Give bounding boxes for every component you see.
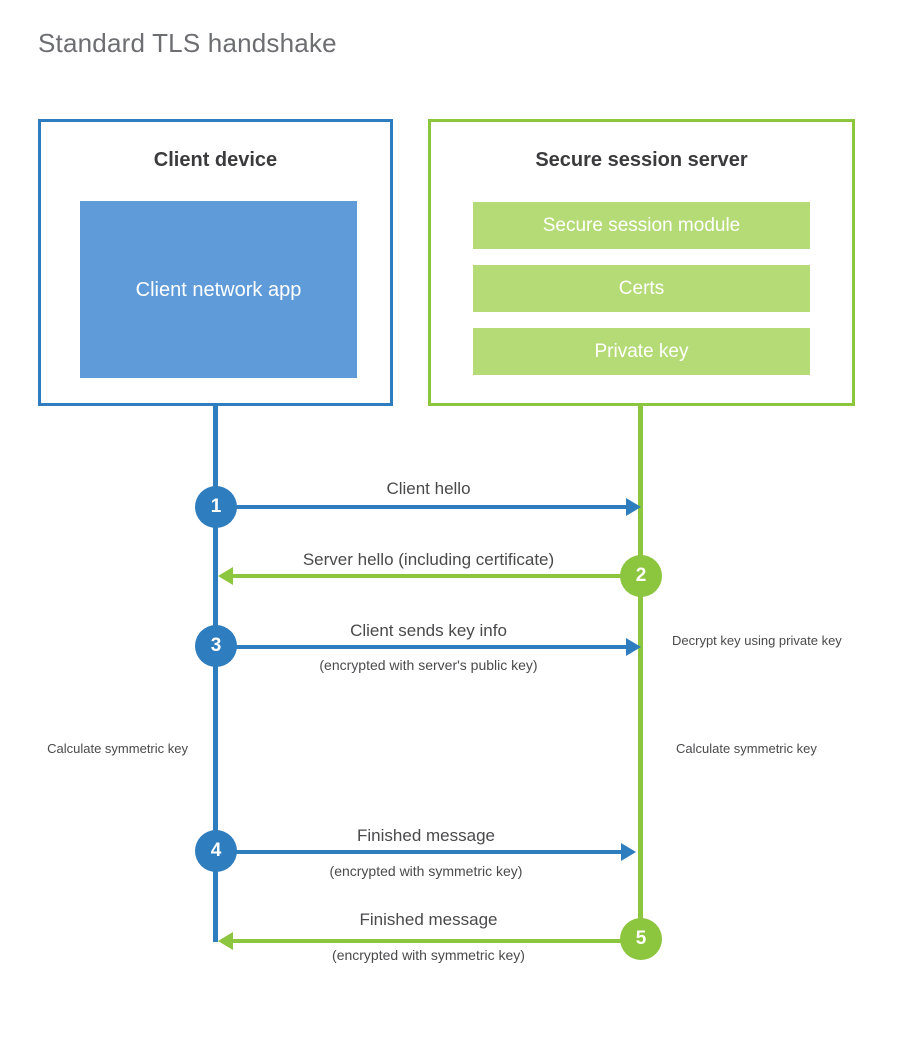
- step-5-arrow-line: [233, 939, 641, 943]
- step-5-arrow-head-icon: [218, 932, 233, 950]
- step-2-arrow-line: [233, 574, 641, 578]
- step-5-label: Finished message: [359, 910, 498, 929]
- step-2-label: Server hello (including certificate): [302, 550, 555, 569]
- server-component-private-key: Private key: [473, 328, 810, 375]
- step-1-label: Client hello: [386, 479, 471, 498]
- step-1-arrow-line: [216, 505, 626, 509]
- client-network-app-block: Client network app: [80, 201, 357, 378]
- step-badge-2: 2: [620, 555, 662, 597]
- step-4-sublabel: (encrypted with symmetric key): [329, 863, 523, 879]
- step-4-arrow-head-icon: [621, 843, 636, 861]
- step-3-label: Client sends key info: [350, 621, 507, 640]
- server-component-secure-session-module: Secure session module: [473, 202, 810, 249]
- note-server-decrypt: Decrypt key using private key: [672, 633, 842, 648]
- step-badge-1: 1: [195, 486, 237, 528]
- secure-session-server-title: Secure session server: [535, 149, 748, 171]
- step-badge-5: 5: [620, 918, 662, 960]
- step-4-label: Finished message: [357, 826, 495, 845]
- step-badge-4: 4: [195, 830, 237, 872]
- note-client-calculate-symmetric-key: Calculate symmetric key: [47, 741, 188, 756]
- client-device-title: Client device: [153, 149, 278, 171]
- step-4-arrow-line: [216, 850, 621, 854]
- step-badge-3: 3: [195, 625, 237, 667]
- server-component-certs: Certs: [473, 265, 810, 312]
- step-5-sublabel: (encrypted with symmetric key): [332, 947, 525, 963]
- note-server-calculate-symmetric-key: Calculate symmetric key: [676, 741, 817, 756]
- client-lifeline: [213, 404, 218, 942]
- server-lifeline: [638, 404, 643, 941]
- step-3-sublabel: (encrypted with server's public key): [319, 657, 538, 673]
- step-3-arrow-head-icon: [626, 638, 641, 656]
- client-device-box: Client device Client network app: [38, 119, 393, 406]
- secure-session-server-box: Secure session server Secure session mod…: [428, 119, 855, 406]
- step-2-arrow-head-icon: [218, 567, 233, 585]
- step-1-arrow-head-icon: [626, 498, 641, 516]
- page-title: Standard TLS handshake: [38, 28, 337, 58]
- step-3-arrow-line: [216, 645, 626, 649]
